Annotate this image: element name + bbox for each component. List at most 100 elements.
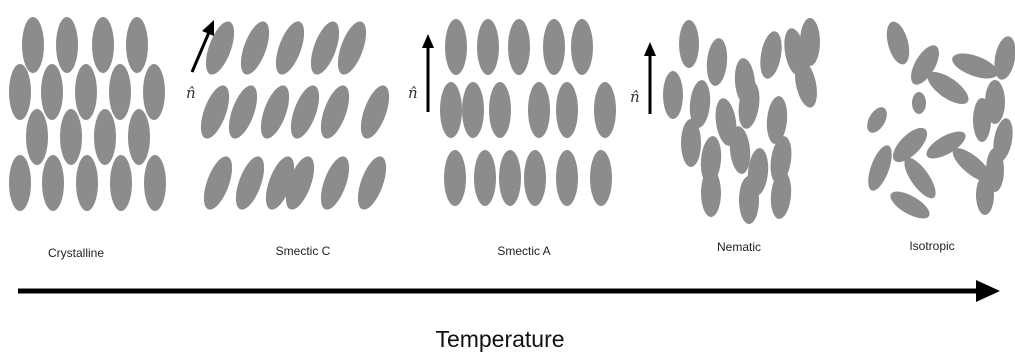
molecule <box>770 171 792 219</box>
molecule <box>528 82 550 138</box>
molecule <box>22 17 44 73</box>
molecule <box>92 17 114 73</box>
molecule <box>556 150 578 206</box>
molecule <box>128 109 150 165</box>
molecule <box>357 156 387 210</box>
molecule <box>689 80 711 128</box>
molecule <box>474 150 496 206</box>
molecule <box>739 176 759 224</box>
molecule <box>275 21 305 75</box>
molecule <box>594 82 616 138</box>
molecule <box>867 107 887 133</box>
phase-label-smectic-a: Smectic A <box>497 244 550 258</box>
molecule <box>706 38 728 86</box>
molecule <box>235 156 265 210</box>
molecule <box>310 21 340 75</box>
molecule <box>926 131 966 159</box>
phase-label-smectic-c: Smectic C <box>276 244 331 258</box>
molecule <box>543 19 565 75</box>
director-symbol: n̂ <box>186 84 196 102</box>
nematic-molecules <box>663 18 820 224</box>
molecule <box>109 64 131 120</box>
molecule <box>9 64 31 120</box>
molecule <box>499 150 521 206</box>
smectic-a-molecules <box>440 19 616 206</box>
smectic-c-molecules <box>200 21 390 210</box>
temperature-arrowhead-icon <box>976 280 1000 302</box>
molecule <box>973 98 991 142</box>
molecule <box>42 155 64 211</box>
director-symbol: n̂ <box>630 88 640 106</box>
molecule <box>952 148 992 182</box>
molecule <box>927 71 969 105</box>
molecule <box>681 119 701 167</box>
molecule <box>205 21 235 75</box>
director-symbol: n̂ <box>408 84 418 102</box>
director-arrowhead <box>202 20 214 36</box>
molecule <box>489 82 511 138</box>
molecule <box>200 85 230 139</box>
molecule <box>320 156 350 210</box>
smectic-a-director: n̂ <box>408 34 434 112</box>
molecule <box>556 82 578 138</box>
molecule <box>285 156 315 210</box>
temperature-axis-label: Temperature <box>435 326 564 352</box>
molecule <box>444 150 466 206</box>
molecule <box>26 109 48 165</box>
isotropic-molecules <box>867 21 1015 219</box>
molecule <box>904 157 936 199</box>
molecule <box>663 71 683 119</box>
molecule <box>760 31 782 79</box>
molecule <box>911 45 939 85</box>
molecule <box>679 20 699 68</box>
phase-label-crystalline: Crystalline <box>48 246 104 260</box>
molecule <box>766 96 788 144</box>
molecule <box>110 155 132 211</box>
director-arrowhead <box>644 42 656 56</box>
molecule <box>729 126 751 174</box>
crystalline-molecules <box>9 17 166 211</box>
molecule <box>770 136 792 184</box>
molecule <box>260 85 290 139</box>
molecule <box>41 64 63 120</box>
molecule <box>290 85 320 139</box>
molecule <box>738 81 760 129</box>
molecule <box>912 92 926 114</box>
molecule <box>9 155 31 211</box>
molecule <box>890 191 930 219</box>
molecule <box>795 60 817 108</box>
molecule <box>886 21 910 65</box>
smectic-c-director: n̂ <box>186 20 214 102</box>
molecule <box>701 169 721 217</box>
molecule <box>75 64 97 120</box>
molecule <box>868 145 892 191</box>
molecule <box>203 156 233 210</box>
phase-label-nematic: Nematic <box>717 240 761 254</box>
molecule <box>76 155 98 211</box>
molecule <box>477 19 499 75</box>
molecule <box>143 64 165 120</box>
molecule <box>800 18 820 66</box>
molecule <box>462 82 484 138</box>
director-arrowhead <box>422 34 434 48</box>
molecule <box>265 156 295 210</box>
molecule <box>445 19 467 75</box>
molecule <box>892 127 928 163</box>
molecule <box>126 17 148 73</box>
molecule <box>320 85 350 139</box>
molecule <box>590 150 612 206</box>
molecule <box>360 85 390 139</box>
molecule <box>60 109 82 165</box>
director-arrow-icon <box>190 29 212 73</box>
molecule <box>700 136 722 184</box>
molecule <box>56 17 78 73</box>
molecule <box>571 19 593 75</box>
molecule <box>715 98 737 146</box>
molecule <box>94 109 116 165</box>
phase-label-isotropic: Isotropic <box>909 239 954 253</box>
molecule <box>228 85 258 139</box>
molecule <box>144 155 166 211</box>
molecule <box>337 21 367 75</box>
molecule <box>508 19 530 75</box>
